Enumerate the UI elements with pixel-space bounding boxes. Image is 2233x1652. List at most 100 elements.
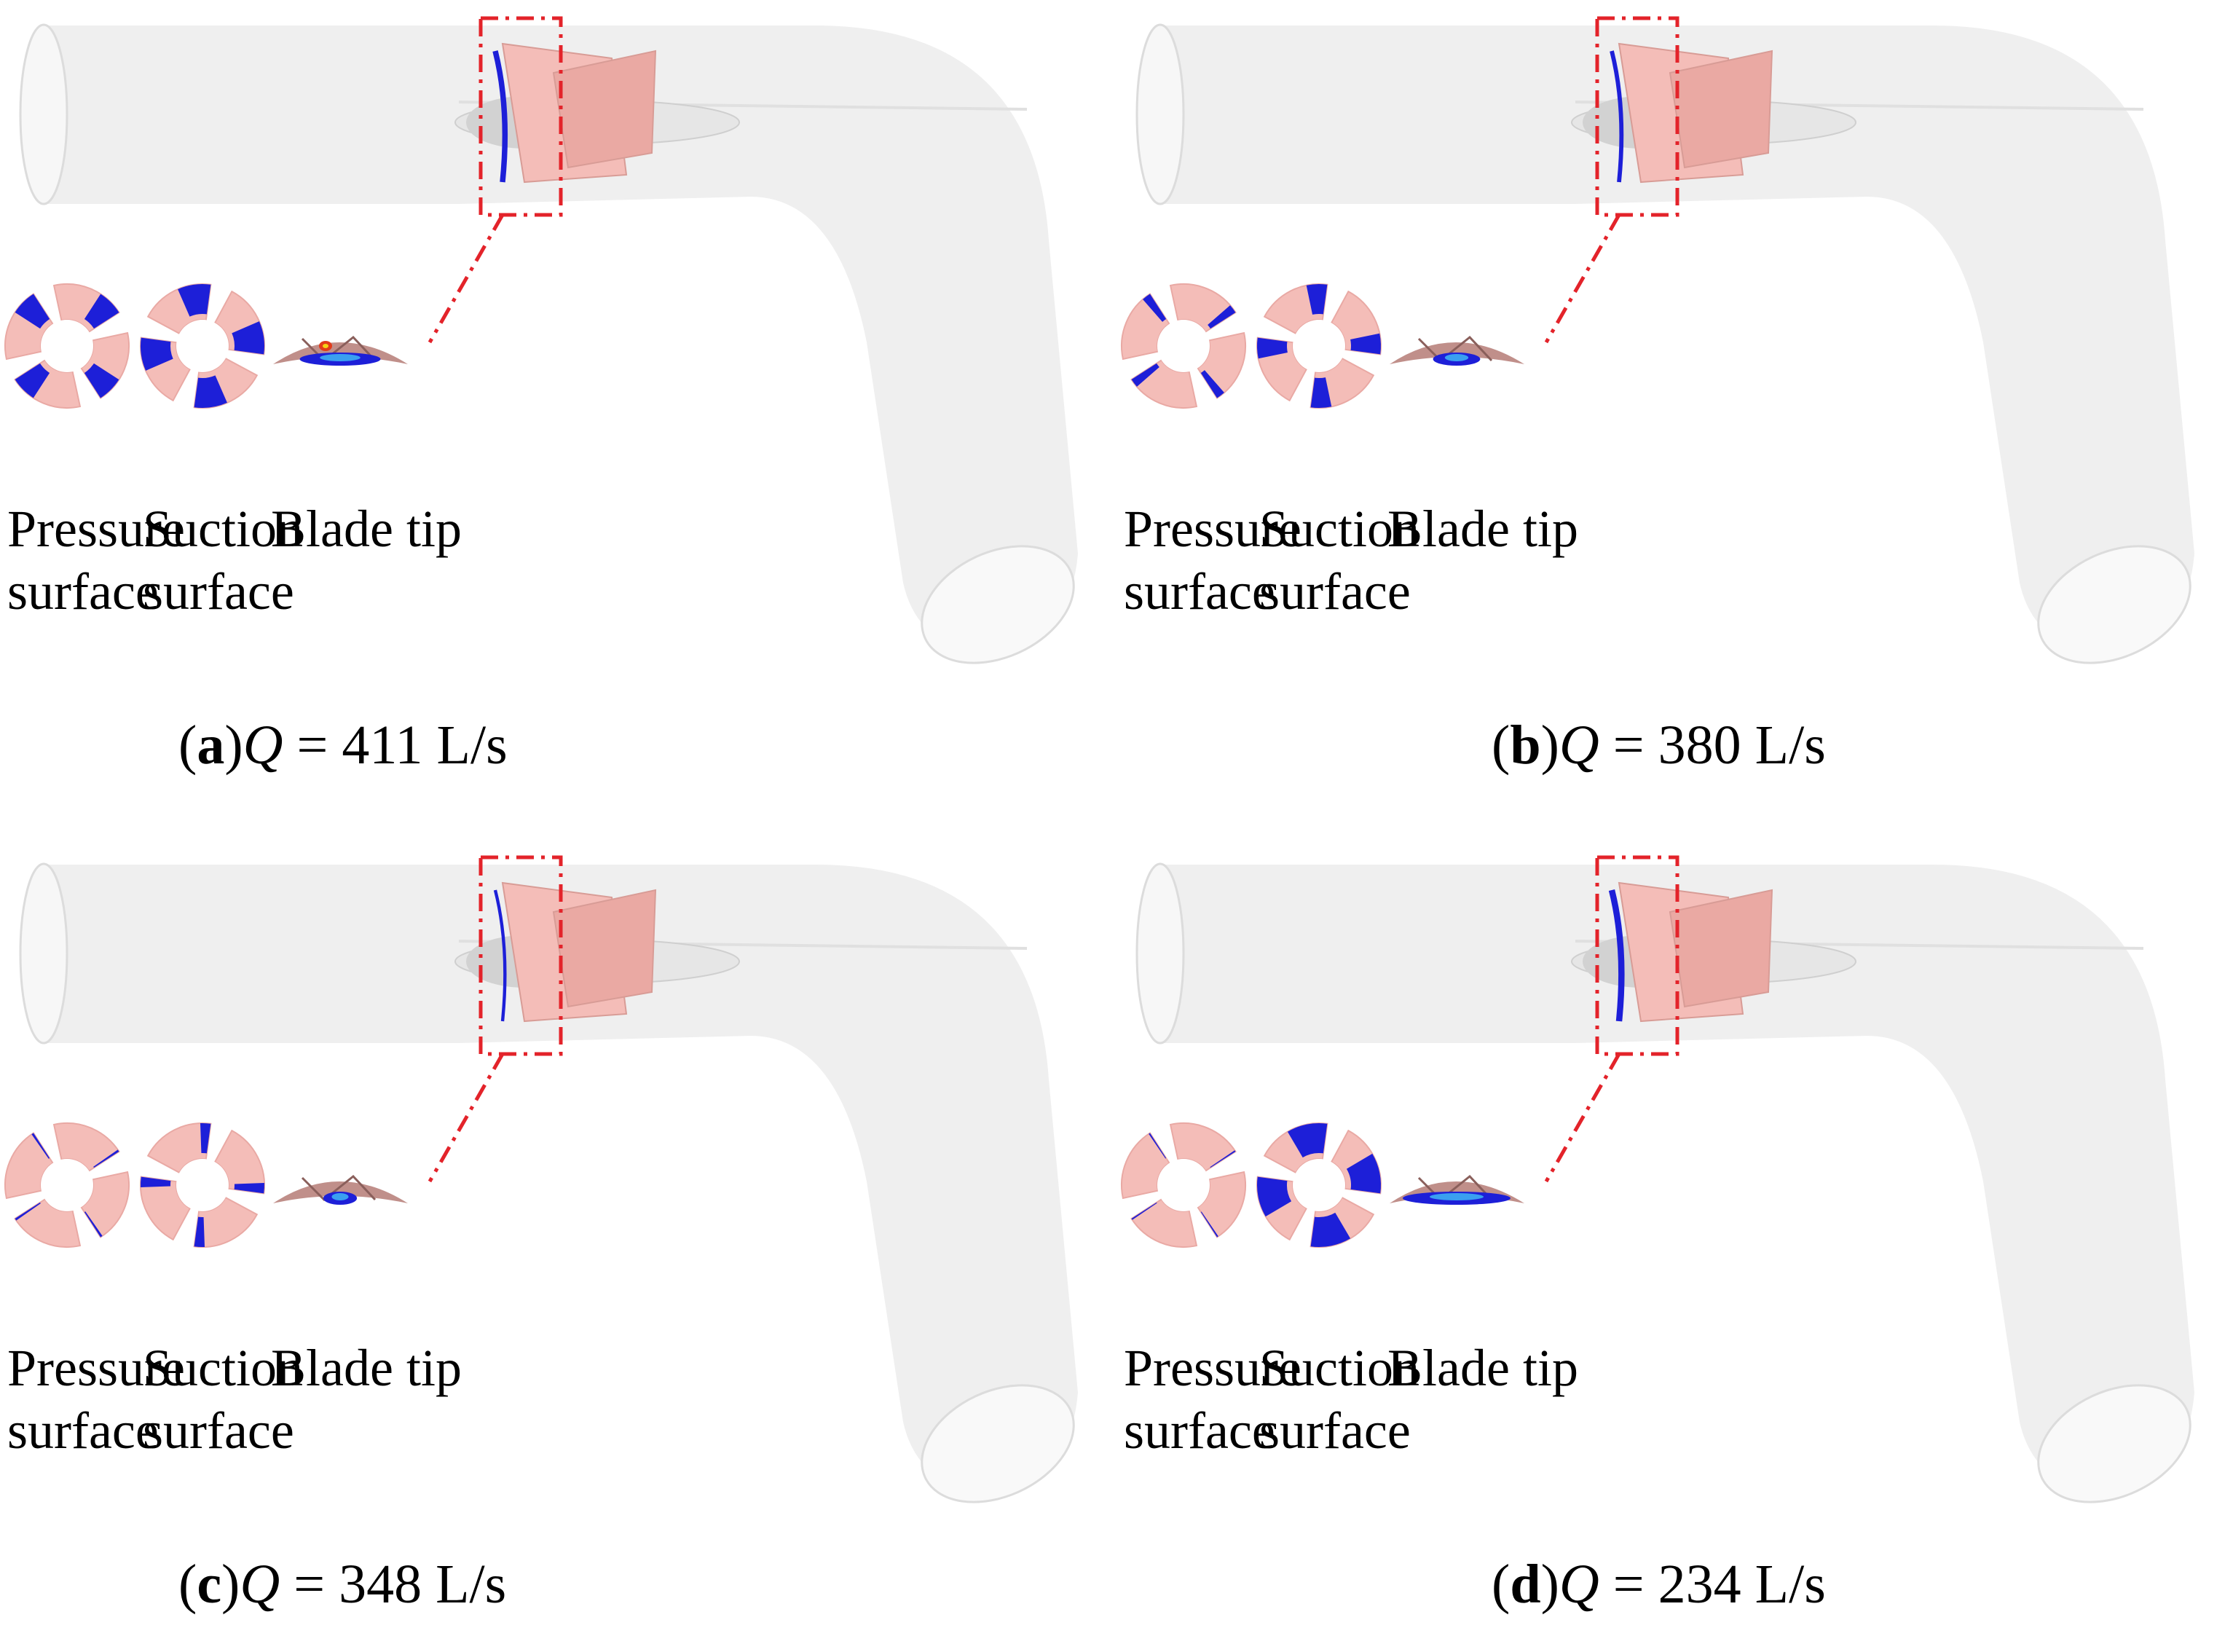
- tip-edge: [1417, 1174, 1493, 1202]
- cavitation-region: [93, 1149, 119, 1168]
- blade-tip-label: Blade tip: [271, 500, 462, 558]
- inlet-opening: [1135, 23, 1185, 205]
- hub-hole: [41, 1159, 93, 1211]
- cavitation-region: [1310, 1212, 1351, 1247]
- blade-tip-view: [1390, 335, 1524, 366]
- pressure-surface-rotor: [1121, 283, 1246, 409]
- cavitation-region: [1287, 1123, 1328, 1158]
- tip-cavitation-core: [1444, 354, 1469, 361]
- pump-scene: [4, 855, 1078, 1503]
- outlet-opening: [921, 545, 1075, 664]
- pressure-label-line1: Pressure: [7, 500, 185, 558]
- pressure-surface-rotor: [4, 1122, 130, 1248]
- caption-letter: b: [1510, 715, 1541, 776]
- suction-surface-label: Suction surface: [1259, 500, 1420, 618]
- outlet-opening: [2037, 1384, 2191, 1503]
- blade-tip-label-text: Blade tip: [271, 500, 462, 558]
- cavitation-region: [1200, 370, 1224, 398]
- hub-hole: [1293, 1159, 1345, 1211]
- blade-tip-label: Blade tip: [1387, 503, 1578, 555]
- caption-q-value: = 234 L/s: [1599, 1554, 1826, 1615]
- suction-surface-rotor: [1256, 1122, 1382, 1248]
- pressure-surface-label: Pressure surface: [1124, 503, 1301, 618]
- inlet-pipe: [44, 865, 459, 1043]
- pump-scene: [1121, 16, 2194, 664]
- cavitation-region: [234, 1182, 265, 1194]
- cavitation-region: [15, 294, 50, 329]
- caption-q-value: = 411 L/s: [283, 715, 508, 776]
- cavitation-region: [1257, 1176, 1292, 1217]
- highlight-leader: [428, 213, 505, 344]
- impeller-blade: [552, 50, 657, 169]
- blade-tip-label-text: Blade tip: [1387, 1339, 1578, 1397]
- highlight-leader: [428, 1053, 505, 1183]
- cavitation-region: [194, 375, 227, 408]
- cavitation-region: [200, 1123, 211, 1154]
- cavitation-region: [1143, 294, 1167, 322]
- outlet-elbow: [459, 865, 1078, 1495]
- tip-cavitation-core: [1430, 1193, 1484, 1200]
- highlight-box: [478, 855, 563, 1056]
- tip-cavitation-core: [320, 354, 361, 361]
- pressure-label-line1: Pressure: [1124, 1339, 1301, 1397]
- suction-surface-rotor: [140, 1122, 265, 1248]
- hub-hole: [176, 320, 229, 372]
- panel-d: Pressure surface Suction surface Blade t…: [1116, 839, 2233, 1652]
- pressure-label-line2: surface: [7, 1401, 159, 1460]
- cavitation-region: [1257, 337, 1288, 359]
- cavitation-region: [84, 1211, 103, 1238]
- cavitation-region: [140, 1176, 171, 1188]
- panel-caption: (b)Q = 380 L/s: [1492, 715, 1826, 776]
- suction-surface-rotor: [140, 283, 265, 409]
- hub-hole: [41, 320, 93, 372]
- blade-tip-label: Blade tip: [1387, 1339, 1578, 1397]
- impeller-cavitation: [492, 50, 508, 183]
- cavitation-region: [232, 321, 265, 355]
- inlet-opening: [1135, 862, 1185, 1045]
- cavitation-region: [194, 1216, 205, 1247]
- cavitation-region: [1306, 284, 1328, 315]
- pressure-surface-label: Pressure surface: [7, 1342, 185, 1460]
- blade-tip-label: Blade tip: [271, 1339, 462, 1397]
- suction-label-line1: Suction: [1259, 1339, 1420, 1397]
- caption-q-symbol: Q: [243, 715, 283, 776]
- impeller-cavitation: [1610, 50, 1624, 183]
- suction-label-line1: Suction: [1259, 500, 1420, 558]
- suction-surface-label: Suction surface: [1259, 1339, 1420, 1460]
- caption-letter: d: [1510, 1554, 1541, 1615]
- cavitation-region: [1200, 1211, 1218, 1238]
- cavitation-region: [1208, 305, 1236, 329]
- tip-edge: [301, 1174, 377, 1202]
- cavitation-region: [1131, 363, 1159, 387]
- suction-label-line1: Suction: [143, 500, 304, 558]
- cavitation-region: [1131, 1202, 1157, 1220]
- blade-tip-label-text: Blade tip: [271, 1339, 462, 1397]
- pressure-surface-label: Pressure surface: [1124, 1339, 1301, 1457]
- cavitation-region: [1310, 377, 1332, 408]
- caption-q-symbol: Q: [240, 1554, 280, 1615]
- blade-tip-view: [273, 335, 408, 366]
- highlight-leader: [1544, 1053, 1621, 1183]
- blade-tip-view: [1390, 1174, 1524, 1205]
- cavitation-region: [15, 363, 50, 398]
- panel-caption: (a)Q = 411 L/s: [178, 715, 508, 776]
- hub-hole: [176, 1159, 229, 1211]
- cavitation-region: [84, 294, 119, 329]
- panel-caption: (c)Q = 348 L/s: [178, 1554, 507, 1615]
- cavitation-region: [15, 1202, 41, 1221]
- panel-b: Pressure surface Suction surface Blade t…: [1116, 0, 2233, 813]
- hub-hole: [1157, 320, 1210, 372]
- highlight-leader: [1544, 213, 1621, 344]
- outlet-elbow: [1575, 25, 2194, 656]
- cavitation-region: [1350, 333, 1381, 355]
- highlight-box: [478, 16, 563, 217]
- pressure-surface-rotor: [1121, 1122, 1246, 1248]
- caption-q-value: = 348 L/s: [280, 1554, 507, 1615]
- inlet-pipe: [1160, 865, 1575, 1043]
- impeller-blade: [552, 889, 657, 1008]
- suction-label-line2: surface: [1259, 1401, 1411, 1460]
- suction-surface-label: Suction surface: [143, 1342, 303, 1457]
- tip-hot-core: [323, 344, 328, 348]
- cavitation-region: [1346, 1153, 1381, 1194]
- highlight-box: [1595, 855, 1679, 1056]
